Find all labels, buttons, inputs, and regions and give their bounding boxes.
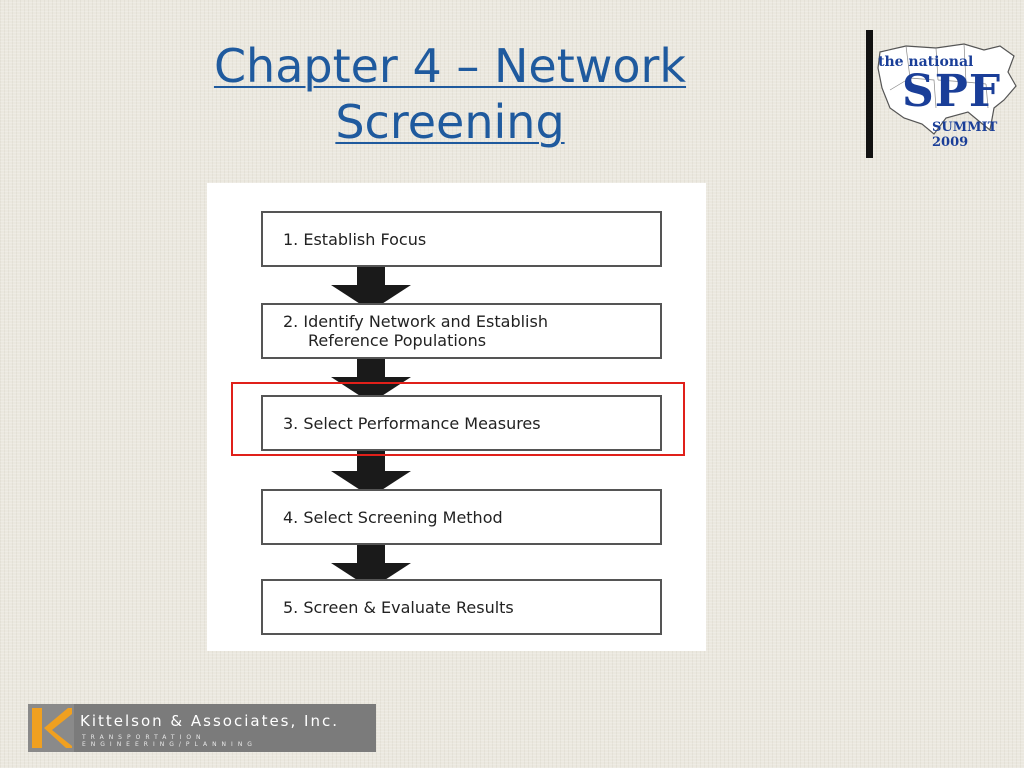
title-line-1: Chapter 4 – Network xyxy=(213,39,687,93)
flow-step-4: 4. Select Screening Method xyxy=(261,489,662,545)
logo-the-national: the national xyxy=(878,54,974,70)
spf-summit-logo: the national SPF SUMMIT 2009 xyxy=(866,30,1022,160)
slide-title: Chapter 4 – Network Screening xyxy=(150,38,750,150)
logo-spf: SPF xyxy=(902,66,1002,117)
flow-step-2-label-line2: Reference Populations xyxy=(308,331,487,350)
flow-step-1-label: 1. Establish Focus xyxy=(283,229,427,249)
kittelson-logo: Kittelson & Associates, Inc. TRANSPORTAT… xyxy=(28,704,376,752)
step-3-highlight-box xyxy=(231,382,685,456)
flow-step-2-label-line1: 2. Identify Network and Establish xyxy=(283,312,548,331)
flow-step-5: 5. Screen & Evaluate Results xyxy=(261,579,662,635)
flow-step-1: 1. Establish Focus xyxy=(261,211,662,267)
flowchart-figure: 1. Establish Focus 2. Identify Network a… xyxy=(207,183,706,651)
flow-step-2: 2. Identify Network and Establish Refere… xyxy=(261,303,662,359)
kittelson-tagline: TRANSPORTATION ENGINEERING/PLANNING xyxy=(82,734,257,748)
us-map-icon xyxy=(877,43,1017,135)
flow-step-4-label: 4. Select Screening Method xyxy=(283,507,503,527)
kittelson-name: Kittelson & Associates, Inc. xyxy=(80,712,339,730)
logo-divider-bar xyxy=(866,30,873,158)
flow-arrow-3 xyxy=(331,451,411,497)
flow-step-5-label: 5. Screen & Evaluate Results xyxy=(283,597,514,617)
flow-arrow-4 xyxy=(331,543,411,589)
title-line-2: Screening xyxy=(335,95,565,149)
flow-step-3-label: 3. Select Performance Measures xyxy=(283,413,541,433)
logo-summit: SUMMIT 2009 xyxy=(932,120,998,150)
flow-arrow-1 xyxy=(331,265,411,311)
flow-step-3: 3. Select Performance Measures xyxy=(261,395,662,451)
kittelson-k-icon xyxy=(28,704,74,752)
